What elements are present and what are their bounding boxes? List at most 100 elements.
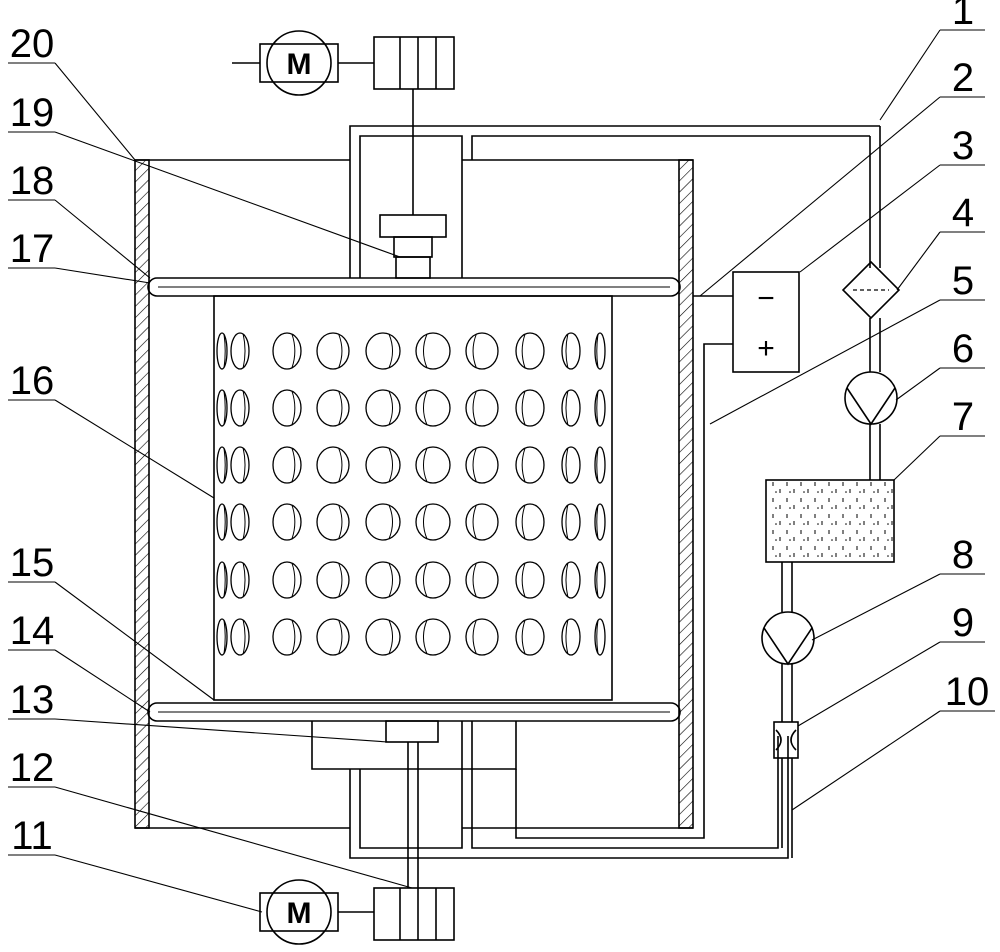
drum-hole-edge xyxy=(565,447,569,483)
callout-15: 15 xyxy=(10,541,55,585)
drum-hole xyxy=(230,389,250,427)
drum-hole-edge xyxy=(596,333,599,369)
drum-hole xyxy=(561,561,581,599)
drum-hole xyxy=(365,503,401,541)
drum-hole-edge xyxy=(338,619,343,655)
plus-terminal: + xyxy=(757,332,775,365)
drum-hole-edge xyxy=(521,619,526,655)
drum-hole-edge xyxy=(291,619,296,655)
drum-hole xyxy=(561,332,581,370)
drum-hole xyxy=(465,503,499,541)
drum-hole-edge xyxy=(422,562,428,598)
callout-14: 14 xyxy=(10,609,55,653)
drum-hole xyxy=(230,618,250,656)
drum-hole-edge xyxy=(242,562,246,598)
drum-hole-edge xyxy=(596,562,599,598)
drum-hole xyxy=(415,332,451,370)
drum-hole xyxy=(230,503,250,541)
drum-hole-edge xyxy=(223,390,226,426)
callout-19: 19 xyxy=(10,91,55,135)
drum-hole xyxy=(365,389,401,427)
electrode-lead-plus xyxy=(515,343,733,839)
drum-hole-edge xyxy=(338,390,343,426)
drum-hole-edge xyxy=(472,619,477,655)
drum-hole xyxy=(561,389,581,427)
drum-hole xyxy=(465,561,499,599)
drum-hole-edge xyxy=(388,333,394,369)
drum-hole xyxy=(465,332,499,370)
drum-hole xyxy=(415,618,451,656)
bottom-motor-symbol xyxy=(266,879,332,945)
top-motor-label: M xyxy=(287,48,312,81)
drum-hole-edge xyxy=(472,504,477,540)
drum-hole xyxy=(230,561,250,599)
drum-hole-edge xyxy=(242,504,246,540)
bottom-coupling-block xyxy=(385,720,439,743)
callout-13: 13 xyxy=(10,678,55,722)
minus-terminal: − xyxy=(757,282,775,315)
outer-tank xyxy=(134,159,694,829)
drum-hole-edge xyxy=(596,504,599,540)
drum-hole xyxy=(316,503,350,541)
filter-valve xyxy=(841,260,901,320)
drum-hole-edge xyxy=(472,333,477,369)
drum-hole-edge xyxy=(596,447,599,483)
drum-hole-edge xyxy=(521,447,526,483)
drum-hole-edge xyxy=(388,390,394,426)
drum-hole-edge xyxy=(338,562,343,598)
drum-hole-edge xyxy=(521,390,526,426)
drum-hole-edge xyxy=(291,562,296,598)
drum-hole xyxy=(230,446,250,484)
drum-hole-edge xyxy=(291,504,296,540)
drum-hole-edge xyxy=(422,333,428,369)
drum-hole xyxy=(515,503,545,541)
callout-2: 2 xyxy=(952,56,974,100)
drum-hole xyxy=(316,446,350,484)
drum-hole-edge xyxy=(242,619,246,655)
drum-hole-edge xyxy=(565,333,569,369)
drum-hole xyxy=(316,618,350,656)
drum-hole xyxy=(515,446,545,484)
drum-hole xyxy=(465,446,499,484)
circulation-loop xyxy=(761,126,901,858)
callout-3: 3 xyxy=(952,124,974,168)
drum-hole-edge xyxy=(422,504,428,540)
drum-holes xyxy=(216,332,606,656)
callout-6: 6 xyxy=(952,327,974,371)
drum-hole xyxy=(415,389,451,427)
drum-hole-edge xyxy=(223,504,226,540)
drum-hole xyxy=(415,561,451,599)
drum-hole-edge xyxy=(565,390,569,426)
bottom-motor-label: M xyxy=(287,897,312,930)
electrode-box: − + xyxy=(693,271,800,373)
drum-hole-edge xyxy=(472,562,477,598)
tank-right-wall xyxy=(678,159,694,829)
callout-8: 8 xyxy=(952,533,974,577)
drum-hole-edge xyxy=(223,333,226,369)
drum-hole xyxy=(316,389,350,427)
drum-hole xyxy=(465,389,499,427)
leader-lines xyxy=(8,29,995,913)
drum-hole xyxy=(515,389,545,427)
drum-hole xyxy=(316,332,350,370)
drum-hole xyxy=(272,446,302,484)
drum-hole-edge xyxy=(521,504,526,540)
drum-hole-edge xyxy=(388,619,394,655)
drum-hole-edge xyxy=(338,504,343,540)
drum-hole-edge xyxy=(596,390,599,426)
drum-hole xyxy=(272,332,302,370)
drum-hole-edge xyxy=(291,333,296,369)
drum-hole-edge xyxy=(223,562,226,598)
drum-hole xyxy=(272,618,302,656)
drum-hole xyxy=(561,446,581,484)
drum-hole xyxy=(365,561,401,599)
drum-hole-edge xyxy=(242,447,246,483)
top-motor-assembly: M xyxy=(232,30,455,215)
drum-hole-edge xyxy=(422,447,428,483)
perforated-drum xyxy=(213,295,613,701)
drum-hole xyxy=(272,389,302,427)
drum-hole-edge xyxy=(338,333,343,369)
drum-hole-edge xyxy=(223,619,226,655)
top-bracket xyxy=(349,125,880,279)
drum-hole-edge xyxy=(596,619,599,655)
